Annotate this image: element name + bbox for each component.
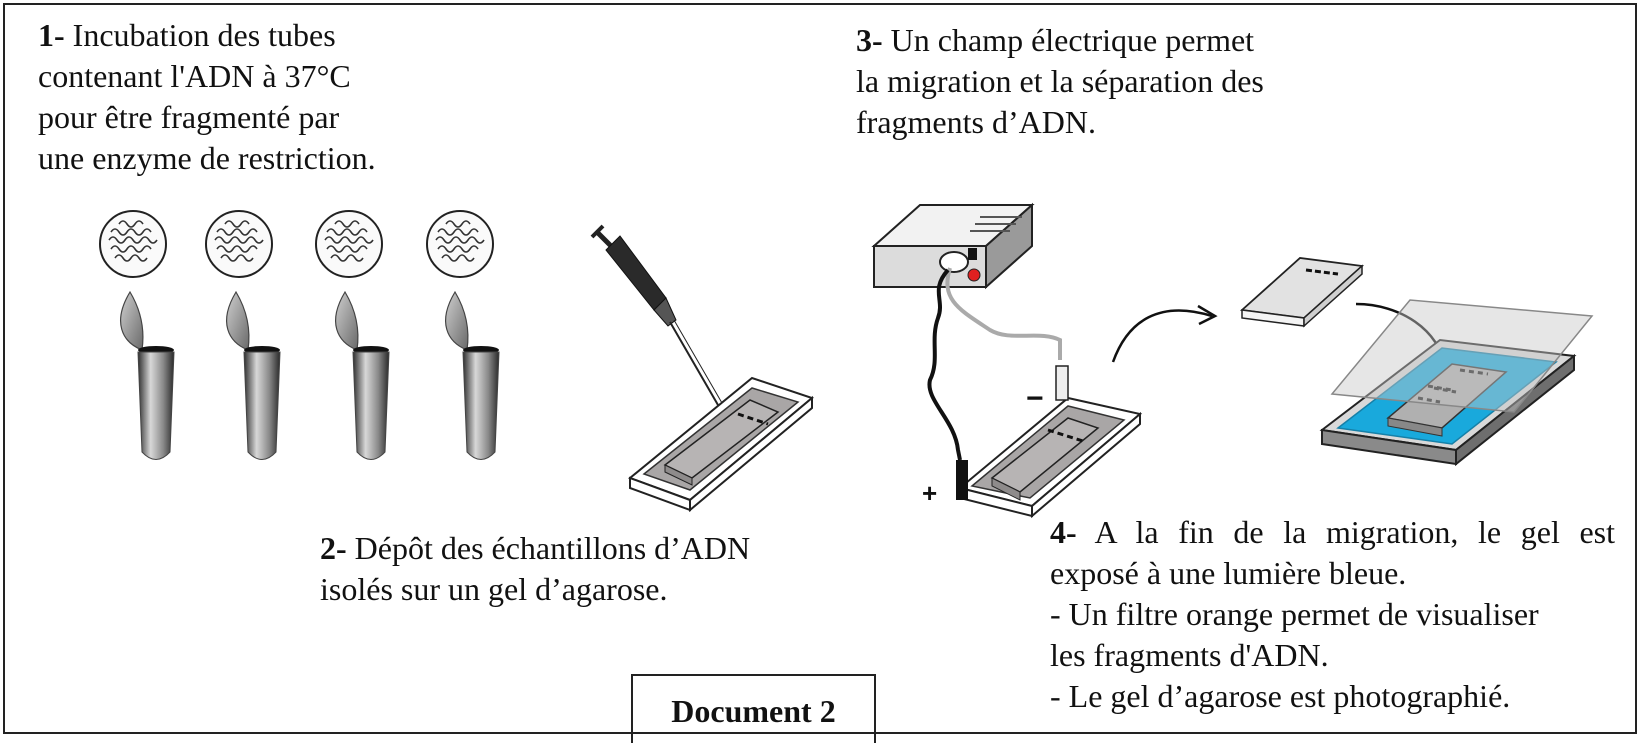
document-label: Document 2	[631, 674, 876, 743]
step2-text: 2- Dépôt des échantillons d’ADN isolés s…	[320, 528, 750, 610]
curved-arrow-icon	[1111, 309, 1213, 363]
step4-line4: les fragments d'ADN.	[1050, 637, 1329, 673]
positive-electrode-label: +	[922, 478, 937, 508]
step3-line1: Un champ électrique permet	[890, 22, 1255, 58]
step1-line1: Incubation des tubes	[72, 17, 336, 53]
dna-circle-icon	[205, 210, 273, 278]
step1-number: 1-	[38, 17, 65, 53]
document-frame	[3, 3, 1637, 734]
step4-line1: A la fin de la migration, le gel est	[1094, 514, 1616, 550]
positive-wire	[927, 268, 962, 461]
step3-number: 3-	[856, 22, 883, 58]
step4-line5: - Le gel d’agarose est photographié.	[1050, 678, 1511, 714]
orange-filter-sheet	[1330, 299, 1594, 413]
negative-wire	[945, 267, 1062, 360]
step2-line1: Dépôt des échantillons d’ADN	[354, 530, 751, 566]
negative-electrode-label: −	[1026, 382, 1044, 415]
electrophoresis-tank-icon	[956, 365, 1143, 519]
step4-number: 4-	[1050, 514, 1077, 550]
power-supply-icon	[871, 202, 1035, 290]
step1-line3: pour être fragmenté par	[38, 99, 340, 135]
tube-icon	[120, 291, 175, 461]
step4-line3: - Un filtre orange permet de visualiser	[1050, 596, 1539, 632]
dna-circle-icon	[315, 210, 383, 278]
tube-icon	[335, 291, 390, 461]
step3-text: 3- Un champ électrique permet la migrati…	[856, 20, 1264, 143]
tube-icon	[445, 291, 500, 461]
step3-line2: la migration et la séparation des	[856, 63, 1264, 99]
tube-icon	[226, 291, 281, 461]
removed-gel-icon	[1239, 257, 1365, 328]
step1-line2: contenant l'ADN à 37°C	[38, 58, 351, 94]
gel-tray-icon	[628, 376, 815, 513]
step1-text: 1- Incubation des tubes contenant l'ADN …	[38, 15, 376, 179]
dna-circle-icon	[99, 210, 167, 278]
dna-circle-icon	[426, 210, 494, 278]
step2-number: 2-	[320, 530, 347, 566]
step1-line4: une enzyme de restriction.	[38, 140, 376, 176]
step3-line3: fragments d’ADN.	[856, 104, 1096, 140]
arrowhead-icon	[1197, 304, 1218, 326]
step4-line2: exposé à une lumière bleue.	[1050, 555, 1407, 591]
step2-line2: isolés sur un gel d’agarose.	[320, 571, 668, 607]
step4-text: 4- A la fin de la migration, le gel est …	[1050, 512, 1615, 717]
pipette-icon	[590, 224, 723, 406]
